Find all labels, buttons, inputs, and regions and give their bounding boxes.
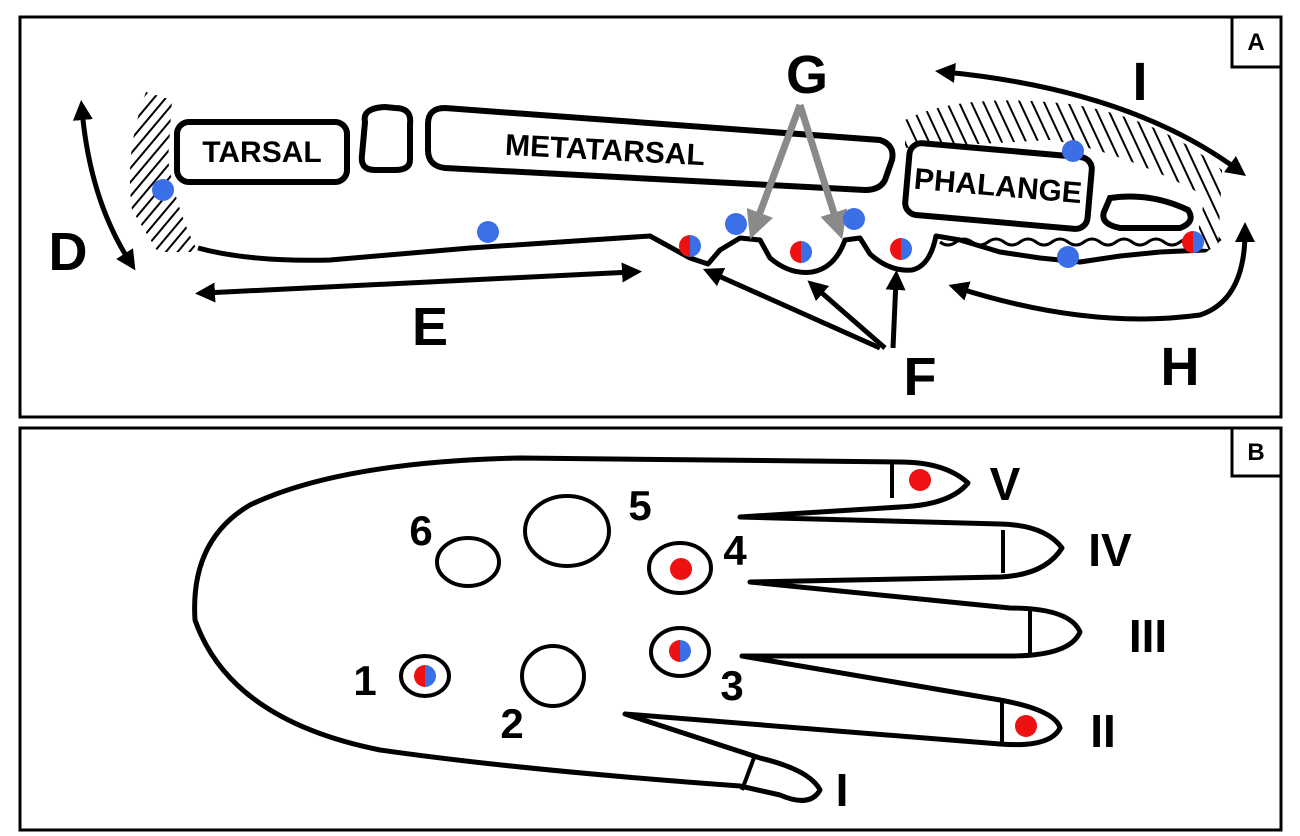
blue-dot-toe-sole bbox=[1057, 246, 1079, 268]
label-pad-5: 5 bbox=[628, 482, 651, 529]
pad-2 bbox=[520, 644, 586, 708]
arrow-g-1 bbox=[746, 103, 804, 240]
split-dot-toe-tip bbox=[1182, 231, 1204, 253]
label-pad-2: 2 bbox=[500, 700, 523, 747]
arrow-f-3 bbox=[885, 270, 906, 349]
panel-a-corner-box bbox=[1230, 15, 1283, 69]
label-h: H bbox=[1161, 337, 1200, 397]
split-dot-pad-b1 bbox=[414, 665, 436, 687]
label-f: F bbox=[904, 347, 937, 407]
pad-5 bbox=[523, 494, 611, 568]
label-d: D bbox=[49, 222, 88, 282]
blue-dot-claw bbox=[1062, 140, 1084, 162]
blue-dot-sole bbox=[477, 221, 499, 243]
panel-b-corner-box bbox=[1230, 426, 1283, 478]
pad-6 bbox=[435, 536, 501, 588]
panel-a-frame bbox=[18, 15, 1283, 419]
label-digit-iv: IV bbox=[1088, 524, 1132, 576]
arrow-h bbox=[948, 222, 1255, 322]
label-e: E bbox=[412, 297, 448, 357]
panel-b: B 1 2 3 4 5 6 bbox=[18, 426, 1283, 832]
label-pad-1: 1 bbox=[353, 657, 376, 704]
panel-a-corner-label: A bbox=[1247, 29, 1264, 56]
arrow-d bbox=[72, 100, 136, 271]
label-pad-4: 4 bbox=[723, 527, 747, 574]
heel-hatch bbox=[129, 92, 198, 252]
arrow-f-2 bbox=[807, 280, 887, 350]
split-dot-pad-2 bbox=[790, 241, 812, 263]
split-dot-pad-b3 bbox=[669, 640, 691, 662]
tarsal-label: TARSAL bbox=[202, 136, 321, 169]
arrow-e bbox=[195, 262, 642, 303]
small-tarsal-bone bbox=[358, 103, 414, 173]
split-dot-pad-3 bbox=[890, 238, 912, 260]
tarsal-bone bbox=[174, 119, 350, 185]
red-dot-digit-ii bbox=[1015, 715, 1037, 737]
split-dot-pad-1 bbox=[679, 235, 701, 257]
arrow-g-2 bbox=[796, 103, 848, 240]
label-pad-6: 6 bbox=[409, 507, 432, 554]
blue-dot-interpad-2 bbox=[843, 208, 865, 230]
label-pad-3: 3 bbox=[720, 662, 743, 709]
label-digit-ii: II bbox=[1090, 705, 1116, 757]
arrow-f-1 bbox=[702, 267, 882, 351]
blue-dot-heel bbox=[152, 179, 174, 201]
claw-line-i bbox=[740, 754, 757, 791]
red-dot-digit-v bbox=[909, 469, 931, 491]
label-digit-iii: III bbox=[1129, 610, 1167, 662]
label-digit-v: V bbox=[990, 458, 1021, 510]
label-digit-i: I bbox=[836, 764, 849, 816]
arrow-i bbox=[935, 63, 1247, 176]
red-dot-pad-4 bbox=[670, 558, 692, 580]
blue-dot-interpad-1 bbox=[725, 213, 747, 235]
label-g: G bbox=[786, 45, 828, 105]
label-i: I bbox=[1132, 52, 1147, 112]
distal-phalange-bone bbox=[1100, 193, 1194, 231]
foot-outline bbox=[197, 233, 1222, 275]
panel-b-corner-label: B bbox=[1247, 439, 1264, 466]
panel-a: A TARSAL METATARSAL PHALANGE D E F G H bbox=[18, 15, 1283, 419]
paw-outline bbox=[192, 455, 1083, 803]
